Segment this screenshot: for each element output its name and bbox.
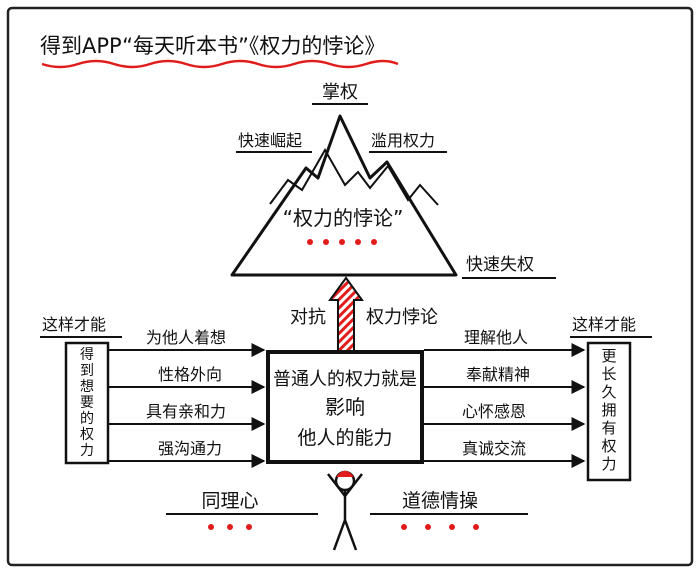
mountain-ridge [269, 147, 439, 206]
paradox-center-label: “权力的悖论” [283, 206, 404, 230]
ethics-dots [401, 524, 479, 530]
left-arrow-label-3: 具有亲和力 [146, 402, 226, 421]
svg-text:到: 到 [80, 363, 94, 379]
right-arrow-label-4: 真诚交流 [462, 439, 526, 458]
left-box [64, 341, 110, 465]
ethics-label: 道德情操 [402, 490, 478, 512]
right-header: 这样才能 [572, 315, 636, 334]
svg-text:要: 要 [80, 395, 94, 411]
svg-text:力: 力 [80, 443, 94, 459]
empathy-dots [208, 524, 252, 530]
svg-text:权: 权 [601, 437, 616, 455]
upward-arrow [328, 276, 364, 353]
empathy-label: 同理心 [201, 490, 258, 512]
center-line-1: 普通人的权力就是 [273, 369, 417, 390]
svg-text:有: 有 [601, 419, 616, 437]
svg-text:拥: 拥 [601, 401, 616, 419]
paradox-dots [307, 239, 377, 245]
right-arrow-label-1: 理解他人 [464, 328, 528, 347]
right-arrows [424, 343, 586, 468]
svg-text:权: 权 [80, 427, 94, 443]
rise-label: 快速崛起 [238, 131, 302, 150]
figure-hair [336, 470, 354, 478]
svg-text:的: 的 [80, 411, 94, 427]
arrow-right-label: 权力悖论 [366, 307, 438, 328]
svg-text:得: 得 [80, 346, 94, 363]
arrow-left-label: 对抗 [290, 307, 326, 328]
outer-frame [6, 6, 694, 567]
right-box-chars: 更 长 久 拥 有 权 力 [601, 347, 616, 473]
svg-text:想: 想 [80, 379, 94, 395]
left-arrows [108, 343, 266, 468]
right-arrow-label-3: 心怀感恩 [462, 402, 526, 421]
svg-text:力: 力 [601, 455, 616, 473]
stick-figure [327, 470, 363, 551]
right-arrow-label-2: 奉献精神 [466, 365, 530, 384]
page-title: 得到APP“每天听本书”《权力的悖论》 [40, 34, 385, 58]
left-header: 这样才能 [42, 315, 106, 334]
abuse-label: 滥用权力 [371, 131, 435, 150]
mountain [230, 114, 458, 277]
svg-text:久: 久 [601, 383, 616, 401]
left-box-chars: 得 到 想 要 的 权 力 [80, 346, 94, 459]
fall-label: 快速失权 [466, 255, 534, 275]
peak-top-label: 掌权 [322, 82, 358, 103]
left-arrow-label-1: 为他人着想 [146, 328, 226, 347]
right-box [586, 341, 632, 482]
title-underline [41, 59, 399, 69]
center-line-3: 他人的能力 [297, 427, 392, 449]
center-box [266, 350, 424, 464]
left-arrow-label-4: 强沟通力 [158, 439, 222, 458]
svg-text:长: 长 [601, 365, 616, 383]
left-arrow-label-2: 性格外向 [158, 365, 222, 384]
svg-text:更: 更 [601, 347, 616, 365]
center-line-2: 影响 [325, 395, 365, 419]
